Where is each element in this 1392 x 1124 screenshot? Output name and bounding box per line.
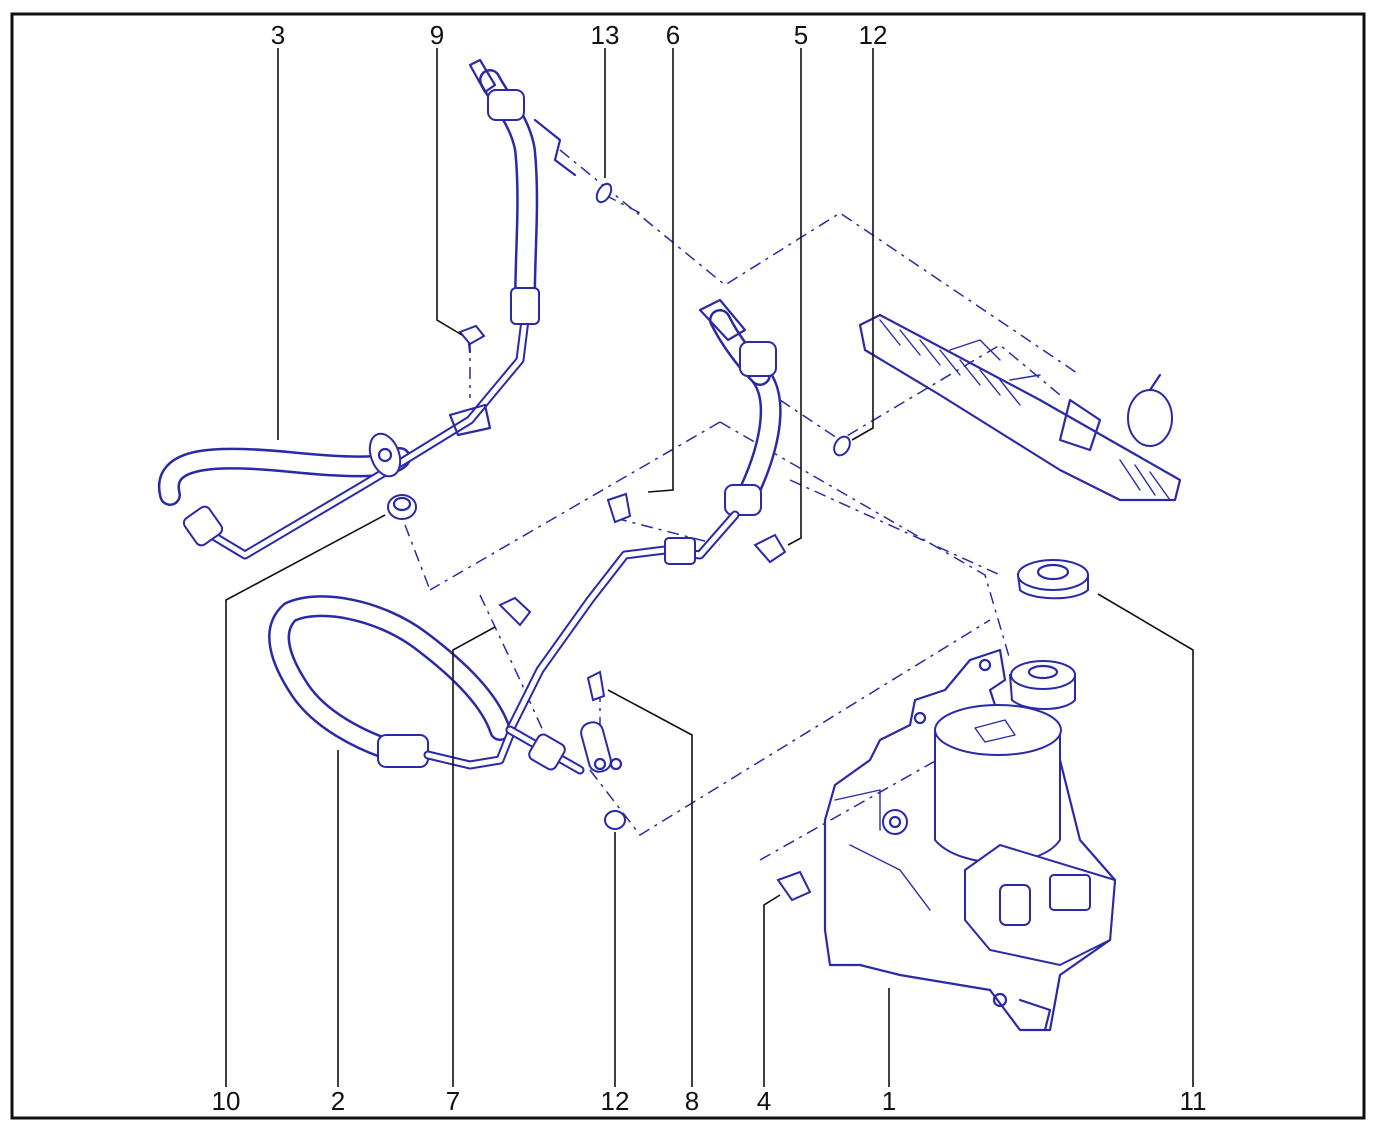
callout-labels-bottom: 10 2 7 12 8 4 1 11 [212, 1086, 1207, 1116]
callout-2: 2 [331, 1086, 345, 1116]
callout-8: 8 [685, 1086, 699, 1116]
part-3-pressure-hose [158, 58, 540, 560]
part-4-bolt [776, 870, 812, 902]
callout-11: 11 [1180, 1086, 1207, 1116]
part-8-bolt [586, 670, 606, 702]
diagram-frame [10, 12, 1366, 1120]
part-6-clip [606, 492, 632, 524]
part-pressure-line-middle [505, 298, 782, 775]
part-10-clamp [387, 494, 417, 520]
part-13-o-ring [595, 182, 613, 204]
part-9-bolt [458, 324, 486, 354]
part-12-o-ring-lower [604, 810, 626, 830]
callout-3: 3 [271, 20, 285, 50]
callout-5: 5 [794, 20, 808, 50]
part-12-o-ring-upper [833, 435, 851, 457]
callout-12-bottom: 12 [601, 1086, 630, 1116]
part-11-reservoir-cap [1016, 559, 1089, 600]
part-2-return-hose [268, 595, 515, 770]
callout-7: 7 [446, 1086, 460, 1116]
callout-1: 1 [882, 1086, 896, 1116]
callout-labels-top: 3 9 13 6 5 12 [271, 20, 888, 50]
steering-rack [858, 313, 1182, 502]
part-13-fitting [533, 118, 577, 177]
callout-9: 9 [430, 20, 444, 50]
part-1-electric-pump [823, 648, 1117, 1032]
part-7-bolt [498, 596, 532, 627]
part-5-bolt [753, 533, 787, 564]
leader-lines [225, 48, 1194, 1087]
callout-4: 4 [757, 1086, 771, 1116]
callout-6: 6 [666, 20, 680, 50]
callout-10: 10 [212, 1086, 241, 1116]
callout-12-top: 12 [859, 20, 888, 50]
callout-13: 13 [591, 20, 620, 50]
